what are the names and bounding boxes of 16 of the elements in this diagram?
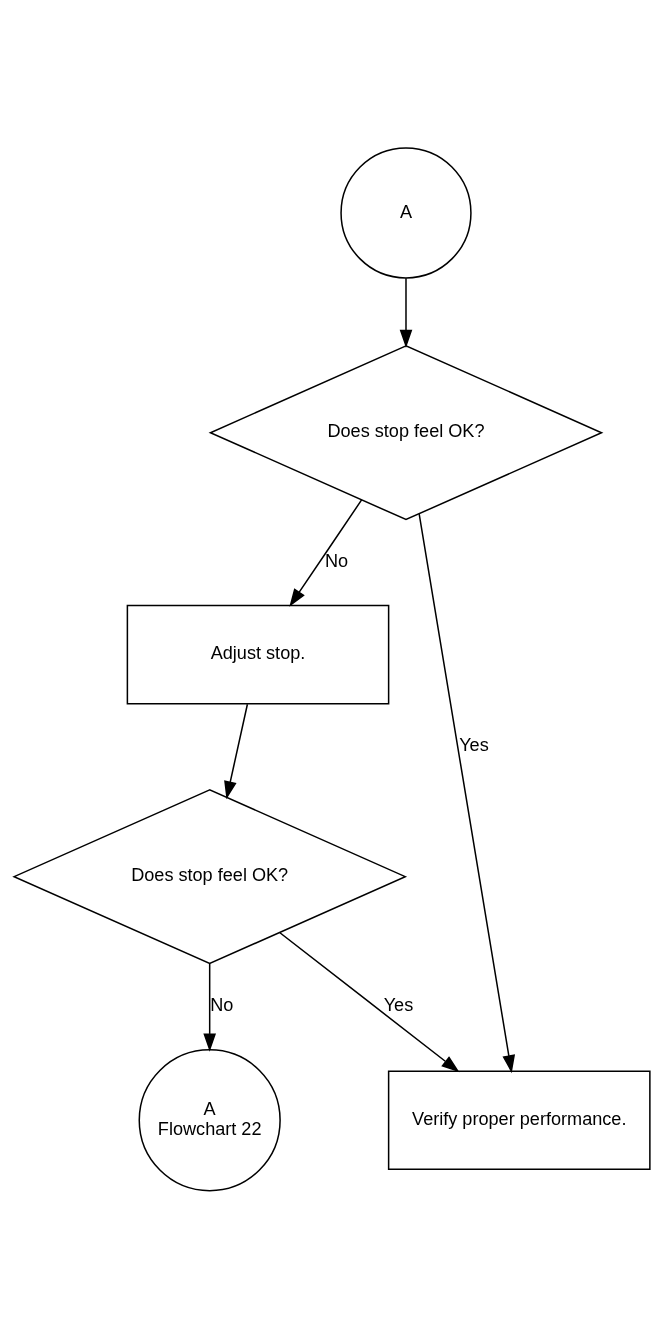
arrow bbox=[203, 962, 217, 1052]
node-diamond: Does stop feel OK? bbox=[208, 344, 604, 520]
node-box: Adjust stop. bbox=[126, 604, 390, 704]
arrow bbox=[279, 931, 460, 1072]
edge-label: Yes bbox=[459, 734, 489, 755]
arrow bbox=[418, 512, 516, 1073]
node-box: Verify proper performance. bbox=[387, 1069, 651, 1170]
arrow bbox=[224, 703, 249, 799]
node-circle: A bbox=[340, 146, 472, 279]
edge-label: No bbox=[324, 550, 349, 571]
edge-label: No bbox=[210, 994, 234, 1015]
edge-label: Yes bbox=[383, 994, 414, 1015]
node-circle: A Flowchart 22 bbox=[138, 1048, 281, 1191]
node-diamond: Does stop feel OK? bbox=[12, 788, 408, 964]
arrow bbox=[399, 277, 413, 348]
arrow bbox=[289, 498, 363, 607]
